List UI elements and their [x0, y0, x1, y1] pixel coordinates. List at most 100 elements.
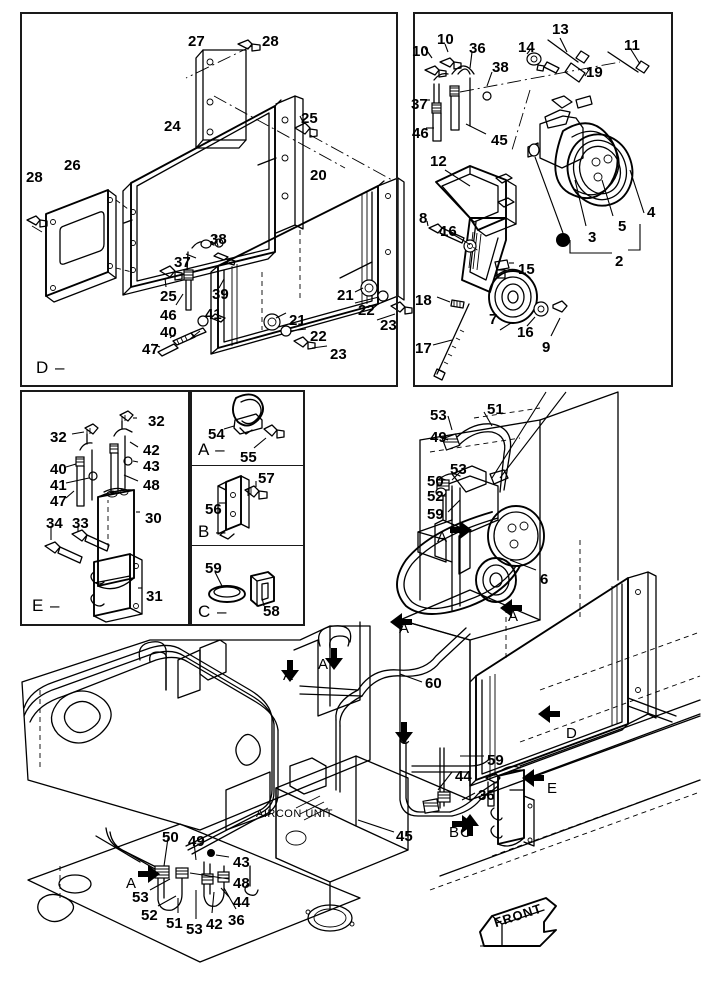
- callout-main-53: 53: [186, 921, 203, 938]
- callout-main-36: 36: [228, 912, 245, 929]
- callout-detail-a-54: 54: [208, 426, 225, 443]
- section-arrow-letter-a: A: [318, 656, 329, 673]
- main-assembly-art: [21, 391, 701, 963]
- callout-main-52: 52: [427, 488, 444, 505]
- front-direction-arrow: [479, 897, 557, 947]
- callout-receiver-33: 33: [72, 515, 89, 532]
- callout-compressor-37: 37: [411, 96, 428, 113]
- callout-main-52: 52: [141, 907, 158, 924]
- callout-detail-b-57: 57: [258, 470, 275, 487]
- callout-compressor-14: 14: [518, 39, 535, 56]
- callout-compressor-8: 8: [419, 210, 428, 227]
- callout-compressor-11: 11: [624, 37, 640, 54]
- callout-main-53: 53: [430, 407, 447, 424]
- callout-detail-c-59: 59: [205, 560, 222, 577]
- callout-receiver-34: 34: [46, 515, 63, 532]
- section-arrow-letter-a: A: [126, 875, 137, 892]
- callout-condenser-25: 25: [160, 288, 177, 305]
- callout-main-43: 43: [233, 854, 250, 871]
- callout-main-49: 49: [188, 833, 205, 850]
- callout-compressor-3: 3: [588, 229, 597, 246]
- callout-receiver-42: 42: [143, 442, 160, 459]
- callout-detail-b-56: 56: [205, 501, 222, 518]
- section-arrow-letter-c: C: [399, 731, 410, 748]
- callout-condenser-26: 26: [64, 157, 81, 174]
- callout-compressor-17: 17: [415, 340, 432, 357]
- callout-condenser-24: 24: [164, 118, 181, 135]
- callout-receiver-32: 32: [148, 413, 165, 430]
- callout-main-59: 59: [427, 506, 444, 523]
- callout-condenser-39: 39: [212, 286, 229, 303]
- callout-condenser-23: 23: [380, 317, 397, 334]
- callout-main-45: 45: [396, 828, 413, 845]
- callout-condenser-47: 47: [142, 341, 159, 358]
- callout-compressor-2: 2: [615, 253, 624, 270]
- section-arrow-letter-a: A: [437, 529, 448, 546]
- callout-condenser-27: 27: [188, 33, 205, 50]
- callout-receiver-31: 31: [146, 588, 163, 605]
- callout-main-50: 50: [427, 473, 444, 490]
- callout-compressor-16: 16: [440, 223, 457, 240]
- callout-compressor-46: 46: [412, 125, 429, 142]
- callout-main-49: 49: [430, 429, 447, 446]
- callout-compressor-45: 45: [491, 132, 508, 149]
- callout-compressor-10: 10: [412, 43, 429, 60]
- callout-main-44: 44: [233, 894, 250, 911]
- panel-compressor-art: [424, 37, 650, 381]
- callout-condenser-28: 28: [262, 33, 279, 50]
- callout-condenser-20: 20: [310, 167, 327, 184]
- aircon-unit-label: AIRCON UNIT: [256, 808, 333, 820]
- panel-frame-compressor: [413, 12, 673, 387]
- callout-main-51: 51: [166, 915, 183, 932]
- callout-main-44: 44: [455, 768, 472, 785]
- callout-main-6: 6: [540, 571, 549, 588]
- section-arrow-letter-d: D: [566, 725, 577, 742]
- callout-compressor-10: 10: [437, 31, 454, 48]
- callout-receiver-43: 43: [143, 458, 160, 475]
- callout-main-53: 53: [450, 461, 467, 478]
- callout-main-36: 36: [478, 787, 495, 804]
- callout-compressor-38: 38: [492, 59, 509, 76]
- detail-divider-ab: [190, 465, 305, 466]
- callout-compressor-18: 18: [415, 292, 432, 309]
- callout-main-60: 60: [425, 675, 442, 692]
- callout-main-42: 42: [206, 916, 223, 933]
- callout-main-51: 51: [487, 401, 504, 418]
- callout-detail-c-58: 58: [263, 603, 280, 620]
- callout-condenser-41: 41: [205, 306, 222, 323]
- callout-condenser-21: 21: [289, 312, 306, 329]
- callout-detail-a-55: 55: [240, 449, 257, 466]
- section-arrows: [138, 521, 560, 883]
- callout-main-48: 48: [233, 875, 250, 892]
- callout-receiver-48: 48: [143, 477, 160, 494]
- callout-compressor-9: 9: [542, 339, 551, 356]
- callout-compressor-13: 13: [552, 21, 569, 38]
- callout-receiver-40: 40: [50, 461, 67, 478]
- detail-divider-bc: [190, 545, 305, 546]
- callout-main-50: 50: [162, 829, 179, 846]
- callout-condenser-23: 23: [330, 346, 347, 363]
- section-arrow-letter-a: A: [283, 667, 294, 684]
- callout-condenser-46: 46: [160, 307, 177, 324]
- panel-frame-condenser: [20, 12, 398, 387]
- callout-condenser-22: 22: [310, 328, 327, 345]
- callout-main-59: 59: [487, 752, 504, 769]
- callout-main-53: 53: [132, 889, 149, 906]
- section-arrow-letter-b: B: [449, 824, 460, 841]
- panel-frame-details: [190, 390, 305, 626]
- section-arrow-letter-a: A: [508, 608, 519, 625]
- callout-condenser-40: 40: [160, 324, 177, 341]
- callout-condenser-28: 28: [26, 169, 43, 186]
- callout-receiver-30: 30: [145, 510, 162, 527]
- panel-condenser-art: [26, 39, 413, 357]
- callout-compressor-7: 7: [489, 311, 498, 328]
- callout-condenser-25: 25: [301, 110, 318, 127]
- section-arrow-letter-c: C: [460, 824, 471, 841]
- callout-condenser-38: 38: [210, 231, 227, 248]
- section-label-e: E –: [32, 596, 61, 615]
- callout-condenser-21: 21: [337, 287, 354, 304]
- section-arrow-letter-e: E: [547, 780, 558, 797]
- callout-compressor-19: 19: [586, 64, 603, 81]
